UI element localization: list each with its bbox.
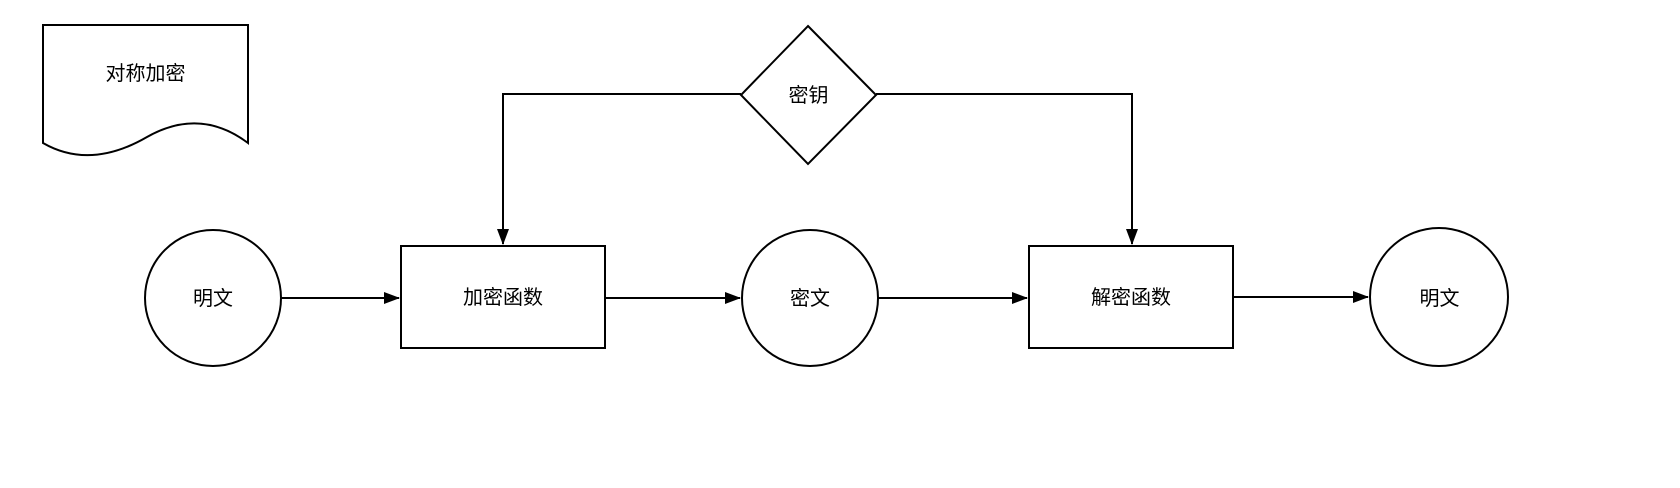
circle-shape-ciphertext (741, 229, 879, 367)
edge-key-to-encrypt-fn (497, 93, 741, 245)
document-shape-note (42, 24, 249, 157)
circle-shape-plaintext-out (1369, 227, 1509, 367)
rect-shape-encrypt-fn (400, 245, 606, 349)
diamond-shape-key (739, 24, 878, 166)
circle-shape-plaintext-in (144, 229, 282, 367)
edge-key-to-decrypt-fn (876, 93, 1138, 245)
rect-shape-decrypt-fn (1028, 245, 1234, 349)
